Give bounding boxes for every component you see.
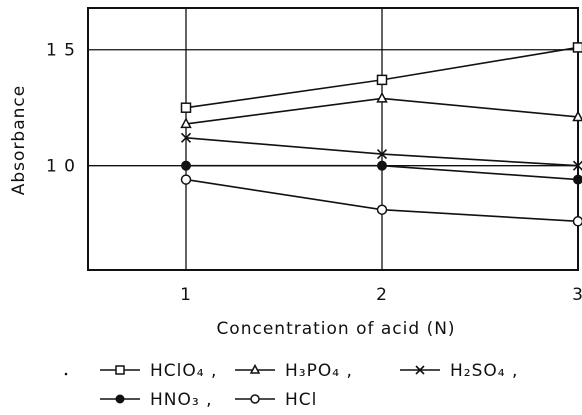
x-tick-label: 2 bbox=[376, 285, 388, 305]
legend-label: HClO₄ , bbox=[150, 361, 217, 381]
legend-label: HCl bbox=[285, 390, 317, 410]
data-point bbox=[180, 102, 192, 113]
data-point bbox=[376, 91, 388, 103]
data-point bbox=[376, 149, 388, 160]
data-point bbox=[180, 117, 192, 129]
legend-entry: HNO₃ , bbox=[100, 390, 213, 410]
data-point bbox=[572, 110, 582, 122]
legend-marker bbox=[115, 365, 125, 375]
legend-marker bbox=[415, 365, 425, 375]
legend-marker bbox=[115, 394, 125, 404]
y-axis-title: Absorbance bbox=[9, 85, 29, 195]
y-tick-label: 1 0 bbox=[46, 157, 76, 177]
legend-entry: H₂SO₄ , bbox=[400, 361, 518, 381]
data-point bbox=[180, 174, 192, 185]
plot-frame bbox=[87, 7, 579, 271]
data-point bbox=[181, 160, 191, 171]
legend-entry: H₃PO₄ , bbox=[235, 361, 353, 381]
data-point bbox=[572, 216, 582, 227]
x-axis-title: Concentration of acid (N) bbox=[216, 319, 455, 339]
grid bbox=[88, 8, 579, 270]
legend-entry: HClO₄ , bbox=[100, 361, 217, 381]
legend: HClO₄ , H₃PO₄ , H₂SO₄ , HNO₃ , HCl bbox=[64, 361, 518, 410]
legend-label: H₃PO₄ , bbox=[285, 361, 353, 381]
legend-label: HNO₃ , bbox=[150, 390, 213, 410]
stray-dot bbox=[64, 372, 68, 376]
series-2 bbox=[180, 132, 582, 171]
data-point bbox=[376, 74, 388, 86]
data-point bbox=[572, 160, 582, 171]
series-1 bbox=[180, 91, 582, 129]
data-point bbox=[573, 174, 582, 185]
data-point bbox=[377, 160, 387, 171]
axes: 1 2 3 1 5 1 0 bbox=[46, 41, 582, 305]
legend-marker bbox=[249, 363, 261, 374]
legend-marker bbox=[250, 394, 260, 404]
data-point bbox=[180, 132, 192, 143]
series-3 bbox=[181, 160, 582, 185]
series-group bbox=[180, 42, 582, 227]
series-4 bbox=[180, 174, 582, 227]
y-tick-label: 1 5 bbox=[46, 41, 76, 61]
series-0 bbox=[180, 42, 582, 113]
x-tick-label: 1 bbox=[180, 285, 192, 305]
legend-label: H₂SO₄ , bbox=[450, 361, 518, 381]
x-tick-label: 3 bbox=[572, 285, 582, 305]
legend-entry: HCl bbox=[235, 390, 317, 410]
data-point bbox=[376, 204, 388, 215]
data-point bbox=[572, 42, 582, 53]
